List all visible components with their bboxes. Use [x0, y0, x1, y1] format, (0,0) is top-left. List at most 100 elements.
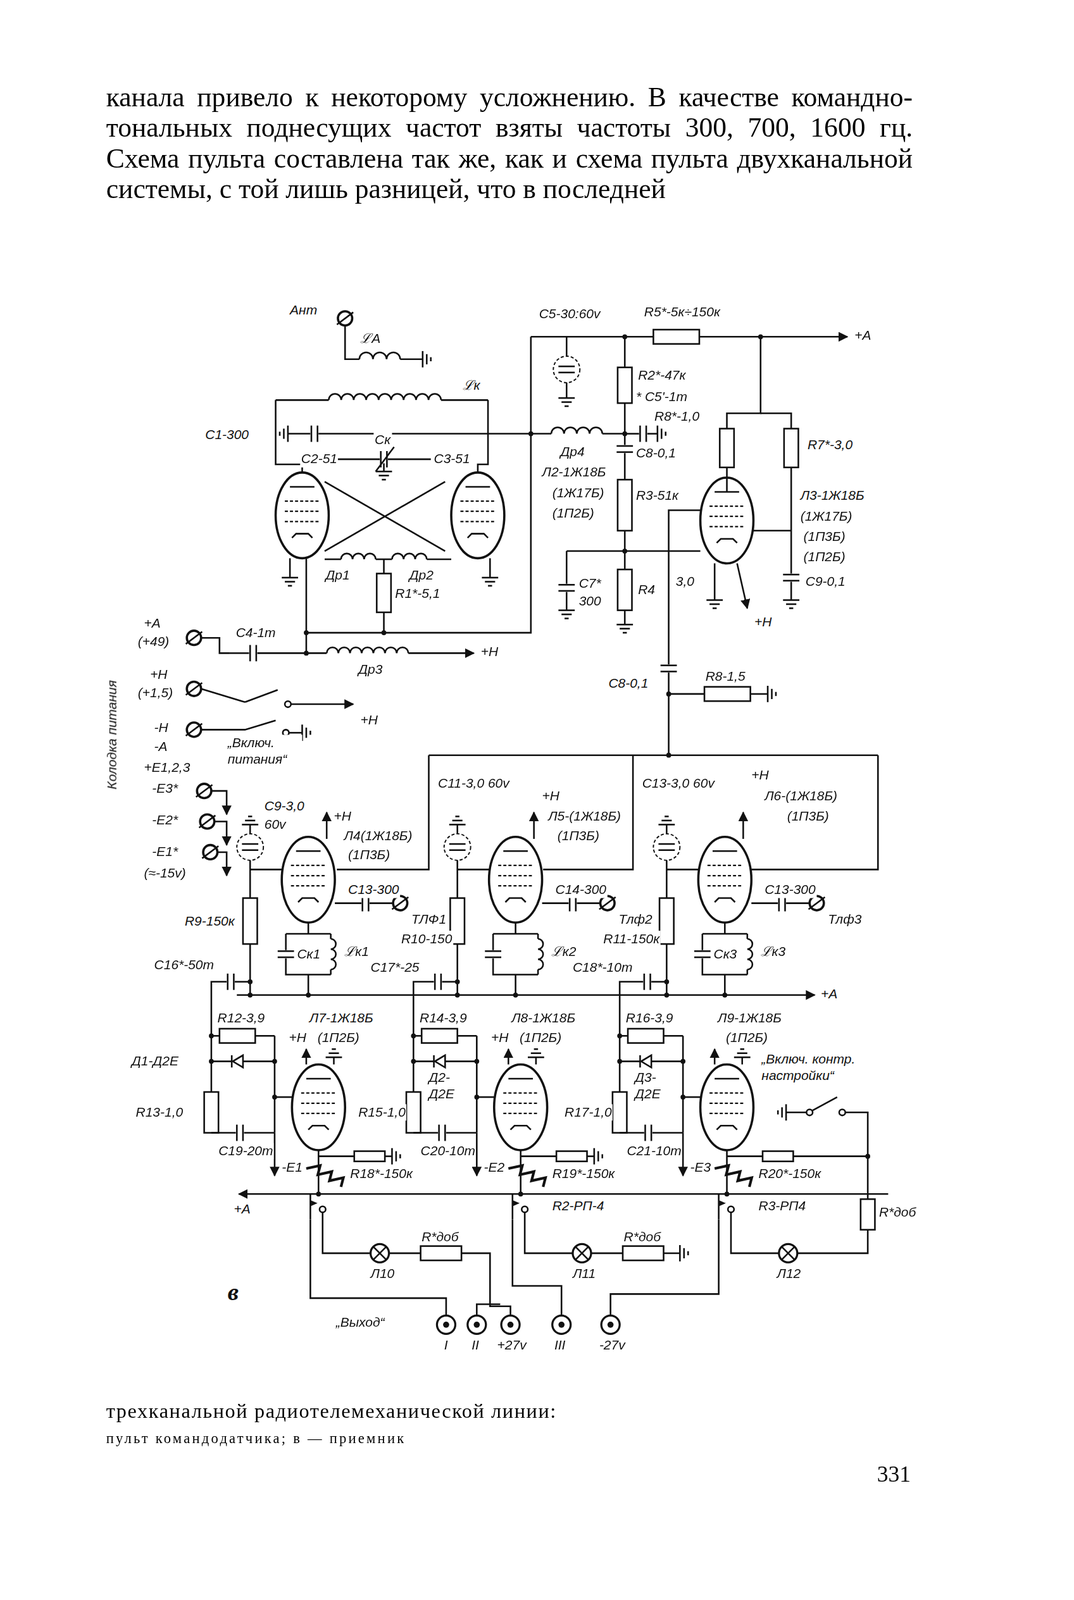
wire — [308, 1125, 329, 1130]
wire — [477, 399, 488, 473]
tube-symbol — [281, 837, 335, 924]
component-label: * С5'-1т — [634, 389, 688, 406]
wire — [535, 1057, 538, 1065]
jack-pin — [473, 1322, 480, 1329]
wire — [412, 1036, 415, 1093]
wire — [564, 405, 569, 408]
wire — [652, 1132, 683, 1135]
wire — [211, 1060, 232, 1063]
component-label: R16-3,9 — [624, 1010, 675, 1027]
wire — [249, 860, 252, 899]
component-label: (1П3Б) — [346, 847, 391, 864]
wire — [644, 1125, 647, 1142]
wire — [601, 1154, 604, 1159]
component-label: +Н — [287, 1030, 308, 1047]
contact-symbol — [521, 1206, 528, 1214]
inductor-symbol — [359, 352, 401, 360]
wire — [512, 1220, 562, 1317]
wire — [281, 577, 299, 580]
wire — [511, 1194, 514, 1220]
lamp-symbol — [779, 1244, 798, 1263]
wire — [324, 558, 342, 561]
wire — [666, 868, 699, 871]
component-label: С8-0,1 — [634, 444, 677, 461]
wire — [664, 815, 669, 818]
resistor-symbol — [719, 429, 735, 468]
component-label: +Н — [332, 808, 353, 825]
component-label: 300 — [577, 593, 602, 609]
component-label: Л6-(1Ж18Б) — [763, 787, 839, 804]
diode-symbol — [641, 1055, 652, 1068]
wire — [457, 1035, 478, 1038]
resistor-symbol — [354, 1151, 385, 1162]
arrow-wire — [713, 1049, 716, 1065]
wire — [661, 820, 672, 823]
component-label: (1П3Б) — [786, 808, 830, 825]
component-label: +Н — [359, 712, 380, 729]
component-label: -Е1* — [151, 844, 180, 861]
wire — [775, 692, 778, 697]
wire — [624, 432, 640, 435]
wire — [493, 933, 538, 936]
wire — [456, 944, 459, 996]
arrow-wire — [291, 703, 354, 706]
tube-grid — [284, 510, 320, 513]
component-label: Л8-1Ж18Б — [510, 1010, 577, 1027]
wire — [456, 824, 459, 835]
jack-pin — [443, 1322, 450, 1329]
component-label: С2-51 — [299, 451, 338, 468]
wire — [658, 824, 675, 826]
arrow-wire — [214, 822, 227, 846]
wire — [336, 312, 354, 325]
wire — [706, 599, 723, 602]
wire — [375, 447, 395, 473]
tube-grid — [707, 865, 743, 867]
wire — [201, 689, 245, 703]
component-label: „Включ. контр. настройки“ — [760, 1051, 876, 1083]
wire — [797, 1230, 868, 1254]
wire — [565, 592, 568, 611]
wire — [484, 950, 502, 953]
contact-flag — [718, 1200, 726, 1207]
screen-symbol — [553, 356, 580, 383]
component-label: +Н — [750, 767, 771, 784]
junction-dot — [513, 992, 519, 999]
wire — [413, 1060, 434, 1063]
component-label: С4-1т — [234, 624, 277, 641]
wire — [484, 956, 502, 959]
wire — [241, 843, 259, 846]
wire — [514, 922, 517, 935]
component-label: Д2Е — [634, 1086, 662, 1102]
component-label: С7* — [577, 575, 602, 592]
arrow-wire — [305, 1049, 308, 1065]
wire — [786, 603, 797, 606]
lamp-symbol — [572, 1244, 592, 1263]
component-label: Ант — [289, 301, 319, 318]
tube-grid — [460, 510, 496, 513]
component-label: С1-300 — [204, 426, 250, 443]
component-label: R15-1,0 — [357, 1104, 407, 1121]
wire — [196, 784, 213, 797]
wire — [660, 429, 663, 440]
wire — [717, 1194, 720, 1220]
wire — [561, 401, 572, 404]
tube-symbol — [275, 472, 330, 559]
wire — [645, 425, 648, 443]
component-label: -Е1 — [280, 1159, 304, 1176]
component-label: R17-1,0 — [563, 1104, 613, 1121]
wire — [624, 403, 626, 445]
component-label: Колодка питания — [104, 679, 121, 792]
tube-grid — [498, 865, 533, 867]
junction-dot — [303, 630, 309, 636]
wire — [476, 1305, 500, 1317]
wire — [727, 336, 761, 429]
tube-grid — [709, 1092, 745, 1095]
junction-dot — [663, 992, 669, 999]
wire — [399, 358, 423, 361]
wire — [391, 1148, 394, 1166]
tube-grid — [709, 1113, 745, 1115]
component-label: ТЛФ1 — [410, 911, 447, 928]
wire — [384, 1155, 392, 1158]
wire — [616, 451, 633, 454]
